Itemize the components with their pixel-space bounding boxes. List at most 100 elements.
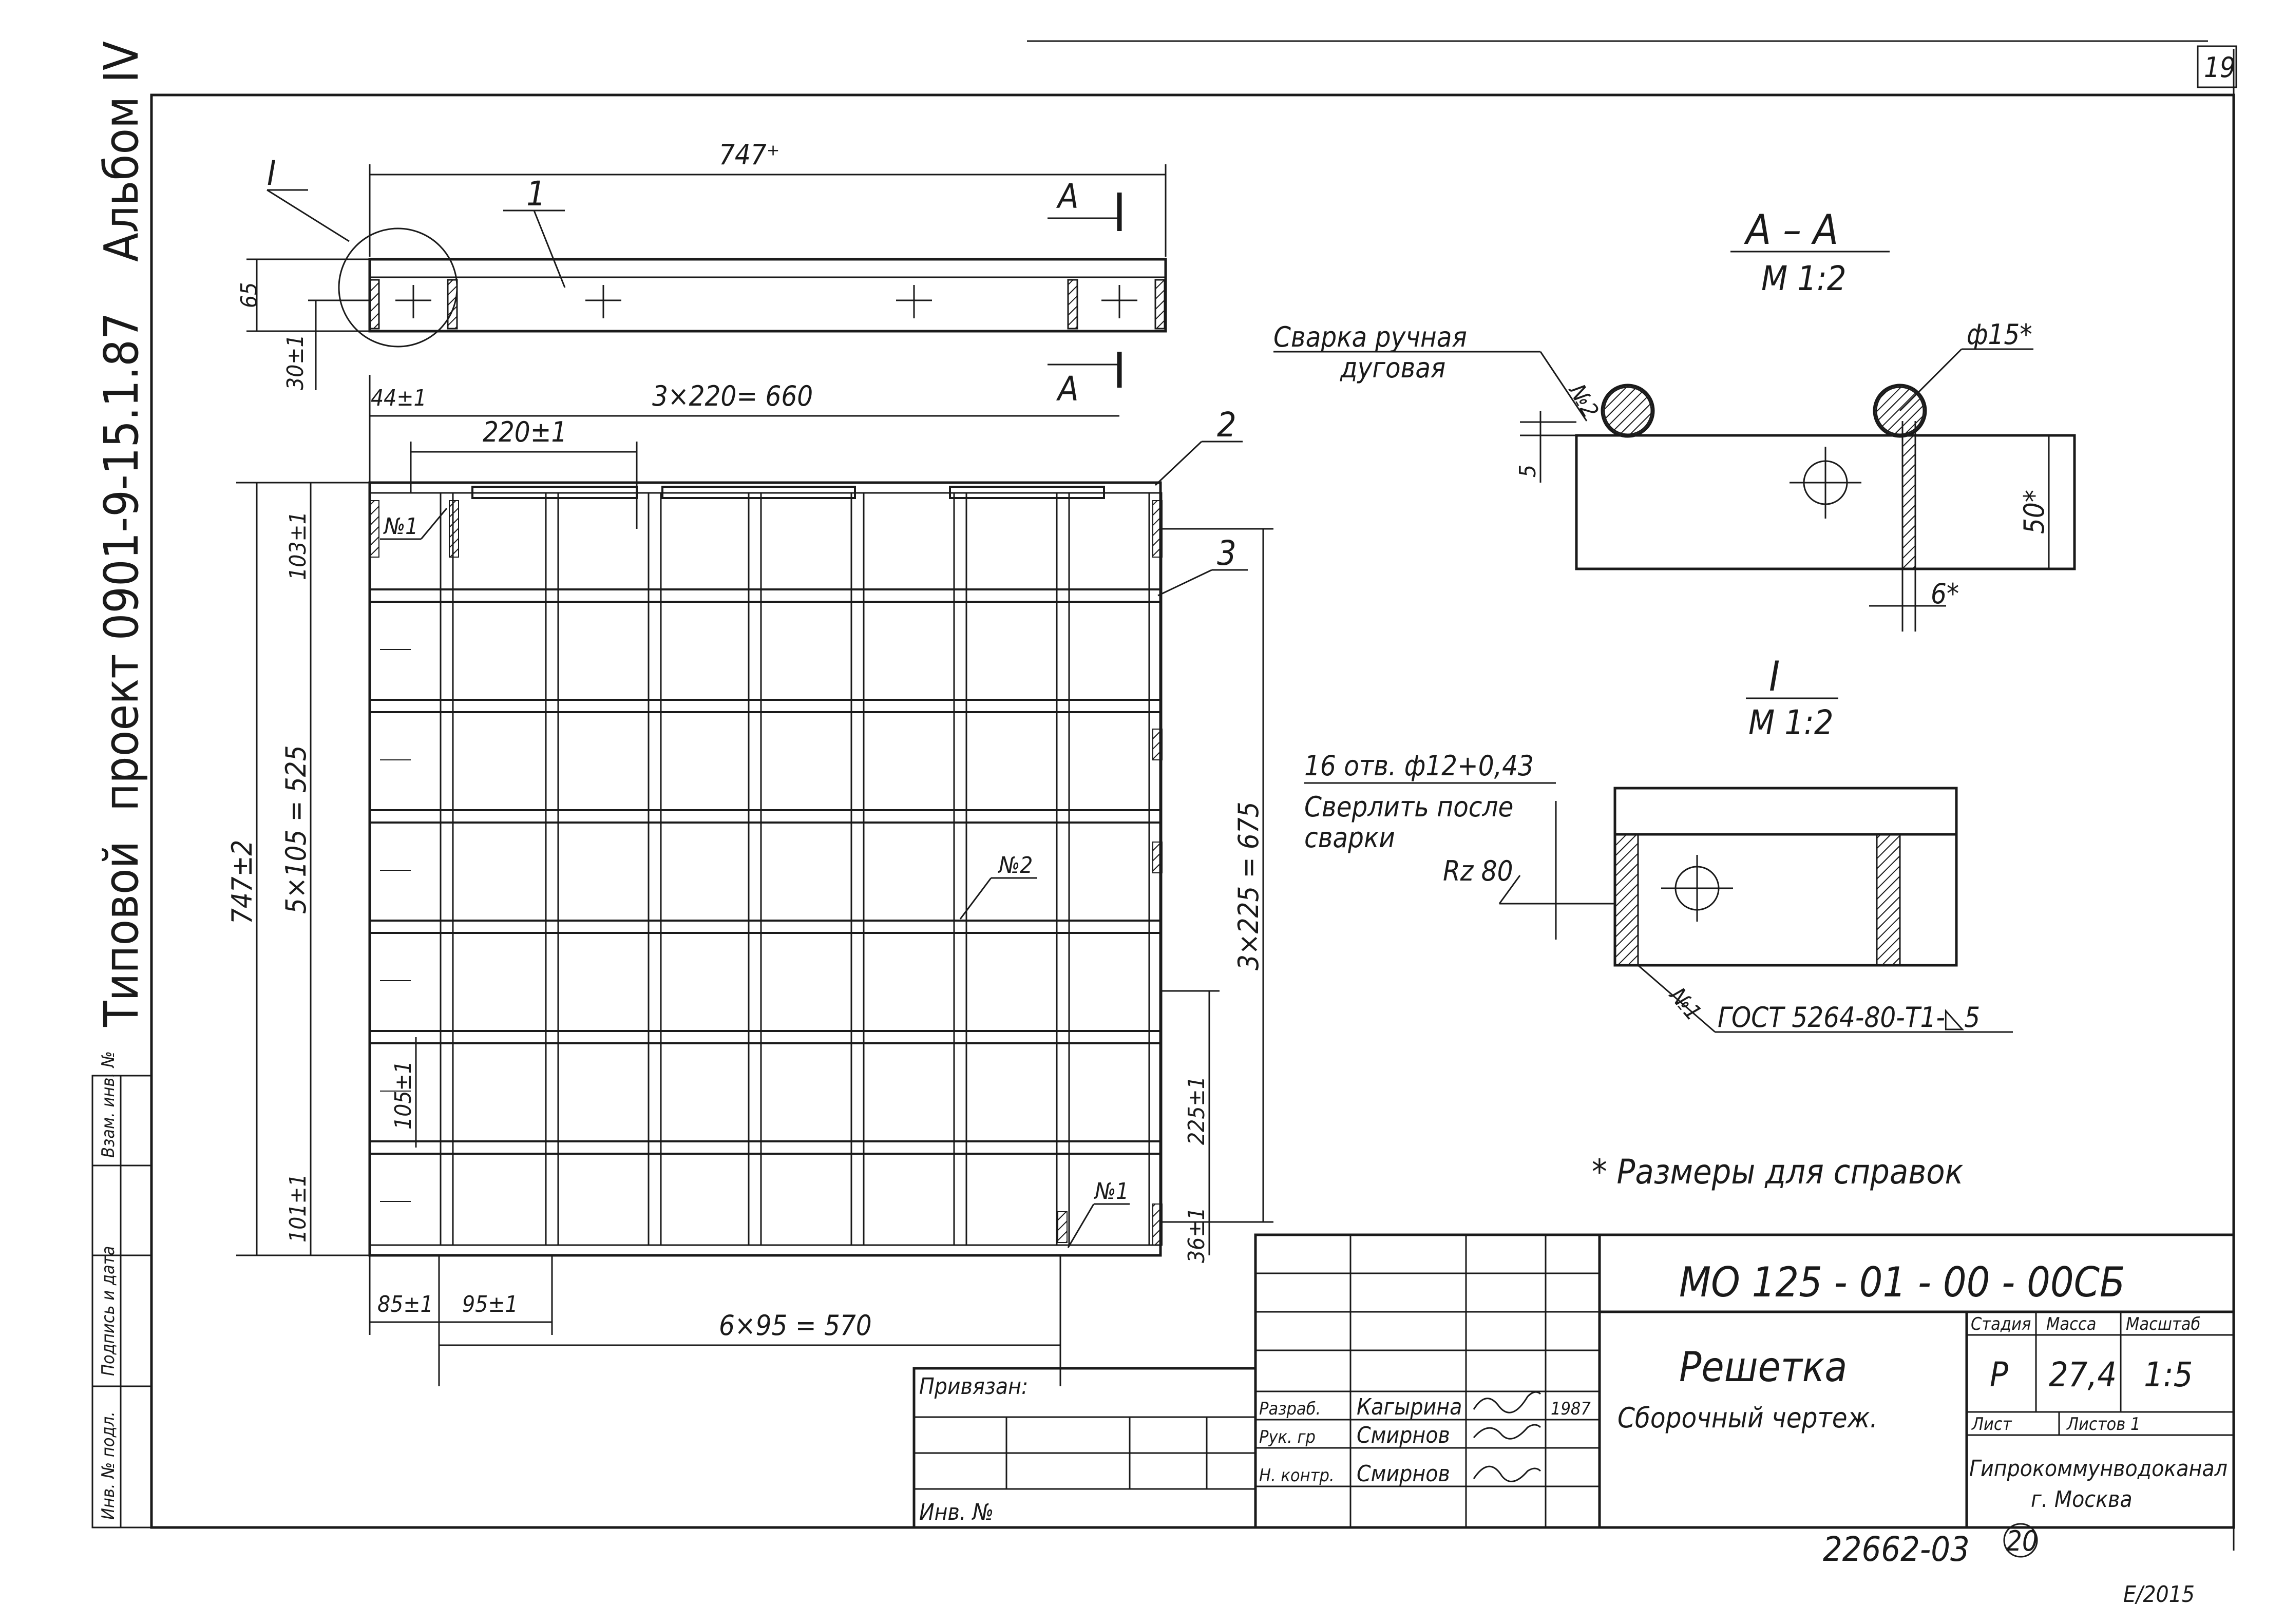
- weld-text-2: дуговая: [1340, 352, 1445, 384]
- dim-overall-height: 747±2: [226, 840, 258, 924]
- plan-detail-mark: I: [267, 154, 276, 193]
- dim-row: 105±1: [390, 1061, 416, 1130]
- grid-horizontal-bar: [369, 920, 1162, 934]
- section-aa-title: А – А: [1744, 206, 1838, 254]
- side-field-inv: Инв. № подл.: [98, 1411, 119, 1520]
- weld-1-bottom: №1: [1094, 1178, 1129, 1205]
- sheet-number-box: [2197, 45, 2237, 88]
- dim-right-height: 3×225 = 675: [1232, 801, 1265, 970]
- signer-name: Смирнов: [1357, 1422, 1450, 1448]
- signer-role: Рук. гр: [1259, 1427, 1316, 1447]
- plan-dim-offset: 30±1: [282, 334, 309, 390]
- gost-label: ГОСТ 5264-80-Т1-◺5: [1718, 1001, 1980, 1034]
- holes-note-1: 16 отв. ф12+0,43: [1304, 750, 1534, 782]
- detail-i-title: I: [1769, 653, 1780, 700]
- detail-i-marker: [338, 227, 458, 348]
- plan-dim-height: 65: [236, 282, 262, 308]
- detail-i-scale: М 1:2: [1748, 703, 1834, 742]
- section-aa-diameter: ф15*: [1967, 318, 2032, 351]
- grid-weld: [1152, 1203, 1163, 1246]
- grid-weld: [449, 500, 459, 558]
- holes-note-3: сварки: [1304, 821, 1395, 854]
- col-scale: Масштаб: [2126, 1314, 2200, 1334]
- grid-weld: [1152, 729, 1163, 760]
- col-mass: Масса: [2046, 1314, 2097, 1334]
- designation: МО 125 - 01 - 00 - 00СБ: [1679, 1258, 2125, 1306]
- signer-year: 1987: [1551, 1399, 1591, 1419]
- organization: Гипрокоммунводоканал: [1969, 1456, 2228, 1482]
- signature-1: [1473, 1391, 1541, 1413]
- grid-vertical-bar: [545, 492, 559, 1246]
- grid-horizontal-bar: [369, 809, 1162, 824]
- section-aa: А – А М 1:2 Сварка ручная дуговая №2 ф15…: [1273, 206, 2076, 632]
- grid-vertical-bar: [1056, 492, 1070, 1246]
- plan-section-a-bottom: A: [1056, 369, 1079, 409]
- side-field-sign: Подпись и дата: [98, 1246, 119, 1376]
- grid-top-plate: [949, 486, 1105, 499]
- sheet-frame: 19: [150, 40, 2237, 1551]
- signer-name: Кагырина: [1357, 1394, 1462, 1420]
- section-aa-scale: М 1:2: [1761, 259, 1847, 298]
- side-tipovoi: Типовой: [94, 841, 149, 1027]
- grid-bars: [369, 486, 1163, 1246]
- plan-view: 747⁺ I 1 65 30±1 A A: [236, 139, 1167, 409]
- drawing-type: Сборочный чертеж.: [1617, 1402, 1878, 1434]
- reference-note: * Размеры для справок: [1592, 1152, 1964, 1192]
- dim-bottom-pitch: 95±1: [462, 1291, 518, 1317]
- grid-vertical-bar: [648, 492, 662, 1246]
- col-stage: Стадия: [1971, 1314, 2031, 1334]
- sheets-label: Листов 1: [2066, 1414, 2140, 1435]
- section-aa-wall: 6*: [1931, 578, 1959, 610]
- organization-city: г. Москва: [2031, 1486, 2133, 1513]
- plan-section-a-top: A: [1056, 177, 1079, 216]
- pos-3-label: 3: [1217, 533, 1236, 573]
- scale-value: 1:5: [2144, 1355, 2193, 1394]
- archive-stamp: 22662-03: [1823, 1530, 1970, 1569]
- side-album: Альбом IV: [94, 41, 149, 262]
- dim-bottom-row: 101±1: [285, 1174, 311, 1243]
- signer-role: Н. контр.: [1259, 1465, 1335, 1486]
- signer-role: Разраб.: [1259, 1399, 1321, 1419]
- inv-label: Инв. №: [919, 1499, 994, 1525]
- detail-i: I М 1:2 16 отв. ф12+0,43 Сверлить после …: [1304, 653, 2013, 1034]
- weld-text-1: Сварка ручная: [1273, 321, 1467, 353]
- grid-horizontal-bar: [369, 699, 1162, 713]
- grid-vertical-bar: [850, 492, 865, 1246]
- signer-name: Смирнов: [1357, 1461, 1450, 1487]
- grid-weld: [1152, 842, 1163, 873]
- dim-bottom-edge: 85±1: [377, 1291, 433, 1317]
- side-field-replace: Взам. инв. №: [98, 1051, 119, 1158]
- grid-horizontal-bar: [369, 1140, 1162, 1155]
- signature-2: [1473, 1424, 1541, 1440]
- dim-top-row: 103±1: [285, 511, 311, 580]
- title-block: Разраб. Кагырина 1987 Рук. гр Смирнов Н.…: [912, 1233, 2235, 1529]
- signer-row-2: Рук. гр Смирнов: [1259, 1422, 1450, 1448]
- grid-top-plate: [661, 486, 856, 499]
- mass-value: 27,4: [2049, 1355, 2117, 1394]
- roughness-label: Rz 80: [1443, 855, 1513, 887]
- dim-top-pitch: 3×220= 660: [652, 380, 813, 412]
- sheet-label: Лист: [1971, 1414, 2012, 1435]
- dim-first-pitch: 220±1: [483, 416, 567, 448]
- section-aa-height: 50*: [2018, 490, 2050, 534]
- side-strip: Типовой проект 0901-9-15.1.87 Альбом IV …: [91, 41, 153, 1529]
- grid-vertical-bar: [953, 492, 967, 1246]
- front-view: 3×220= 660 44±1 220±1 2 3 №1 №2 №1 747±2…: [226, 375, 1273, 1386]
- plan-dim-width: 747⁺: [719, 139, 779, 171]
- dim-right-pitch: 225±1: [1184, 1076, 1210, 1145]
- pos-2-label: 2: [1217, 405, 1236, 445]
- sheet-number: 19: [2204, 51, 2236, 84]
- grid-weld: [369, 500, 379, 558]
- archive-stamp-circled: 20: [2006, 1525, 2038, 1557]
- section-aa-weld-mark: №2: [1563, 379, 1603, 423]
- corner-mark: E/2015: [2123, 1581, 2195, 1608]
- bound-label: Привязан:: [919, 1373, 1028, 1400]
- weld-1-top: №1: [383, 513, 418, 540]
- holes-note-2: Сверлить после: [1304, 791, 1513, 823]
- signature-3: [1473, 1465, 1541, 1482]
- dim-bottom-total: 6×95 = 570: [719, 1309, 872, 1342]
- plan-pos-1: 1: [526, 174, 546, 214]
- grid-vertical-bar: [748, 492, 762, 1246]
- grid-vertical-bar: [440, 492, 454, 1246]
